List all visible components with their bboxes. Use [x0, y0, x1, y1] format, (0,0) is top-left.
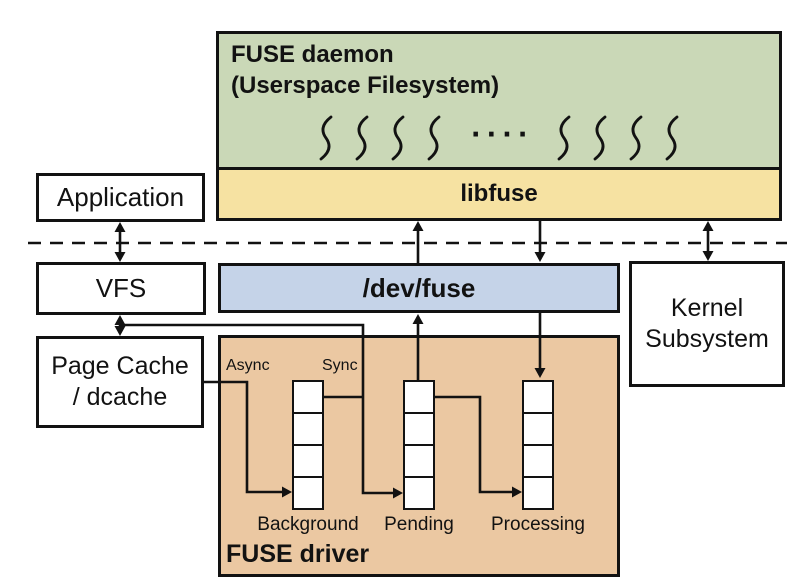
queue-slot — [292, 443, 324, 479]
queue-slot — [403, 475, 435, 510]
thread-squiggle-icon — [557, 115, 571, 161]
queue-slot — [403, 380, 435, 415]
thread-squiggle-icon — [391, 115, 405, 161]
queue-slot — [522, 411, 554, 447]
pending-queue — [403, 380, 435, 510]
thread-squiggle-icon — [665, 115, 679, 161]
queue-slot — [292, 475, 324, 510]
thread-squiggle-icon — [593, 115, 607, 161]
queue-slot — [292, 380, 324, 415]
queue-slot — [522, 475, 554, 510]
fuse-daemon-title-line1: FUSE daemon — [231, 41, 394, 68]
libfuse-kernel-subsystem-arrow — [702, 221, 714, 261]
queue-slot — [403, 443, 435, 479]
vfs-box: VFS — [36, 262, 206, 315]
sync-label: Sync — [322, 357, 358, 374]
queue-slot — [522, 380, 554, 415]
page-cache-line1: Page Cache — [51, 352, 189, 380]
application-label: Application — [56, 182, 185, 212]
thread-squiggle-icon — [427, 115, 441, 161]
background-queue — [292, 380, 324, 510]
background-queue-label: Background — [257, 514, 359, 535]
fuse-daemon-box: FUSE daemon (Userspace Filesystem) ···· — [216, 31, 782, 170]
page-cache-line2: / dcache — [72, 383, 168, 411]
queue-slot — [292, 411, 324, 447]
devfuse-to-libfuse-arrow — [412, 221, 424, 263]
async-label: Async — [226, 357, 270, 374]
fuse-daemon-title: FUSE daemon (Userspace Filesystem) — [231, 39, 499, 101]
processing-queue-label: Processing — [491, 514, 585, 535]
kernel-subsystem-label: Kernel Subsystem — [645, 293, 769, 355]
libfuse-box: libfuse — [216, 167, 782, 221]
queue-slot — [403, 411, 435, 447]
page-cache-box: Page Cache / dcache — [36, 336, 204, 428]
libfuse-label: libfuse — [460, 180, 538, 207]
libfuse-to-devfuse-arrow — [534, 221, 546, 262]
page-cache-label: Page Cache / dcache — [51, 351, 189, 413]
dev-fuse-label: /dev/fuse — [362, 272, 476, 303]
vfs-label: VFS — [95, 273, 147, 303]
pending-queue-label: Pending — [384, 514, 454, 535]
dev-fuse-box: /dev/fuse — [218, 263, 620, 313]
fuse-daemon-title-line2: (Userspace Filesystem) — [231, 72, 500, 99]
fuse-driver-label: FUSE driver — [226, 540, 370, 568]
vfs-pagecache-arrow — [114, 315, 126, 336]
application-box: Application — [36, 173, 205, 222]
kernel-subsystem-line1: Kernel — [670, 294, 744, 322]
thread-squiggle-icon — [629, 115, 643, 161]
threads-ellipsis: ···· — [471, 116, 534, 152]
daemon-threads-row: ···· — [219, 112, 779, 164]
kernel-subsystem-line2: Subsystem — [645, 325, 769, 353]
thread-squiggle-icon — [355, 115, 369, 161]
processing-queue — [522, 380, 554, 510]
kernel-subsystem-box: Kernel Subsystem — [629, 261, 785, 387]
thread-squiggle-icon — [319, 115, 333, 161]
queue-slot — [522, 443, 554, 479]
application-vfs-arrow — [114, 222, 126, 262]
